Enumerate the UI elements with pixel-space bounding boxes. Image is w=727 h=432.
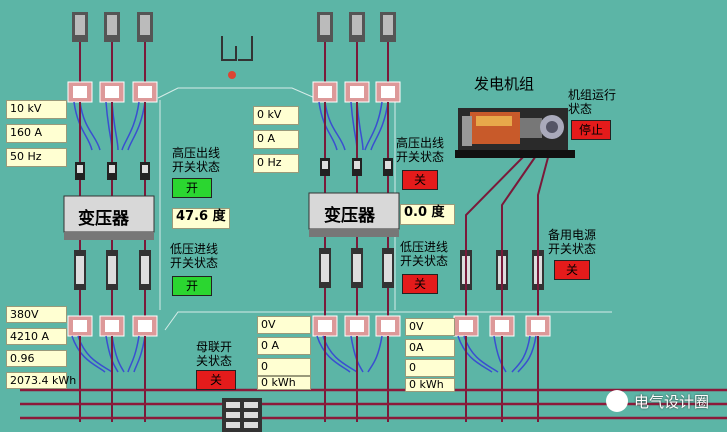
section1-lv-voltage: 380V [6,306,67,323]
generator-lv-voltage: 0V [405,318,455,336]
section2-lv-current: 0 A [257,337,311,355]
transformer-2-label: 变压器 [324,206,375,226]
section1-temperature: 47.6 度 [172,208,230,229]
generator-icon [455,108,575,158]
backup-switch-label: 备用电源 开关状态 [548,228,597,256]
hv-tie-line [157,87,316,99]
generator-title: 发电机组 [474,75,535,93]
hv-ct-row [67,81,401,103]
grounding-switch-icon [221,36,253,79]
generator-lv-energy: 0 kWh [405,378,455,392]
section2-lv-voltage: 0V [257,316,311,334]
transformer-1-label: 变压器 [78,209,129,229]
generator-lv-power-factor: 0 [405,359,455,377]
hv-feeder-terminals [72,12,396,42]
section2-hv-switch-status[interactable]: 关 [402,170,438,190]
section2-frequency: 0 Hz [253,154,299,173]
generator-run-status[interactable]: 停止 [571,120,611,140]
transformer-2 [308,192,400,237]
section1-lv-power-factor: 0.96 [6,350,67,367]
watermark: 电气设计圈 [605,390,709,412]
section1-voltage: 10 kV [6,100,67,119]
section1-frequency: 50 Hz [6,148,67,167]
section2-lv-power-factor: 0 [257,358,311,376]
transformer-1 [63,195,155,240]
section1-lv-switch-status[interactable]: 开 [172,276,212,296]
section1-lv-energy: 2073.4 kWh [6,372,76,389]
lv-breakers [74,248,544,290]
watermark-text: 电气设计圈 [633,392,709,411]
wechat-icon [605,390,628,412]
bus-tie-switch-label: 母联开 关状态 [196,340,233,368]
section2-lv-energy: 0 kWh [257,376,311,390]
section1-current: 160 A [6,124,67,143]
section1-hv-switch-status[interactable]: 开 [172,178,212,198]
generator-run-label: 机组运行 状态 [568,88,617,116]
section1-lv-current: 4210 A [6,328,67,345]
section2-hv-switch-label: 高压出线 开关状态 [396,136,445,164]
section2-temperature: 0.0 度 [400,204,455,225]
hv-breakers [75,158,393,180]
bus-tie-switch-status[interactable]: 关 [196,370,236,390]
generator-lv-current: 0A [405,339,455,357]
bus-tie-breaker-icon [222,398,262,432]
backup-switch-status[interactable]: 关 [554,260,590,280]
lv-tie-line [164,311,612,331]
section2-lv-switch-label: 低压进线 开关状态 [400,240,449,268]
section1-hv-switch-label: 高压出线 开关状态 [172,146,221,174]
section1-lv-switch-label: 低压进线 开关状态 [170,242,219,270]
section2-lv-switch-status[interactable]: 关 [402,274,438,294]
section2-current: 0 A [253,130,299,149]
section2-voltage: 0 kV [253,106,299,125]
